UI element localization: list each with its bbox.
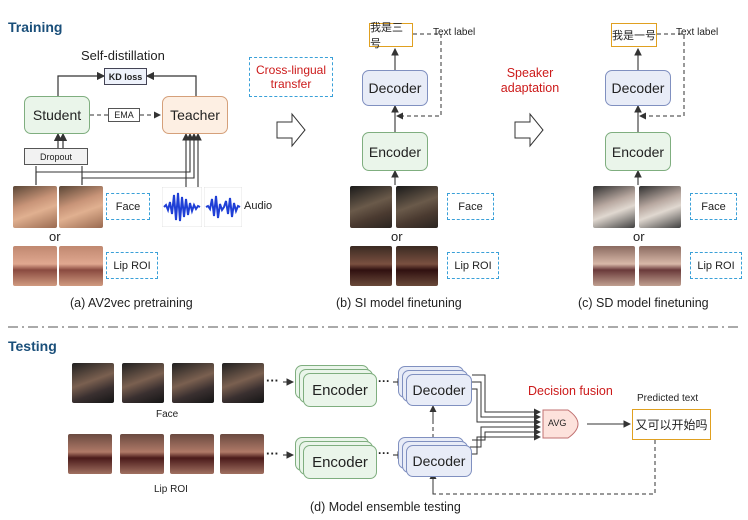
sd-text-label-box: 我是一号 — [611, 23, 657, 47]
sd-lip-image-1 — [593, 246, 635, 286]
test-lip-roi-label: Lip ROI — [154, 484, 188, 495]
sd-face-image-1 — [593, 186, 635, 228]
si-encoder-block: Encoder — [362, 132, 428, 171]
test-decoder-top: Decoder — [406, 374, 472, 406]
si-text-label-caption: Text label — [433, 27, 476, 38]
test-encoder-top-ellipsis: ··· — [378, 374, 390, 388]
audio-waveform-2 — [204, 187, 242, 227]
si-text-label-box: 我是三号 — [369, 22, 413, 50]
sd-decoder-block: Decoder — [605, 70, 671, 106]
audio-label: Audio — [244, 200, 273, 212]
self-distillation-label: Self-distillation — [81, 48, 165, 63]
sd-lip-roi-label: Lip ROI — [690, 252, 742, 279]
kd-loss-box: KD loss — [104, 68, 147, 85]
cross-lingual-transfer-label: Cross-lingual transfer — [249, 57, 333, 97]
sd-face-label: Face — [690, 193, 737, 220]
test-face-image-3 — [172, 363, 214, 403]
si-face-label: Face — [447, 193, 494, 220]
sd-lip-image-2 — [639, 246, 681, 286]
ema-box: EMA — [108, 108, 140, 122]
sd-text-label-caption: Text label — [676, 27, 719, 38]
test-encoder-top: Encoder — [303, 373, 377, 407]
speaker-adaptation-label: Speaker adaptation — [500, 66, 560, 95]
face-image-2 — [59, 186, 103, 228]
si-lip-roi-label: Lip ROI — [447, 252, 499, 279]
test-lip-image-4 — [220, 434, 264, 474]
face-image-1 — [13, 186, 57, 228]
predicted-text-caption: Predicted text — [637, 393, 699, 404]
test-face-label: Face — [156, 409, 179, 420]
test-face-image-4 — [222, 363, 264, 403]
caption-d: (d) Model ensemble testing — [310, 500, 461, 514]
caption-c: (c) SD model finetuning — [578, 296, 709, 310]
lip-image-1 — [13, 246, 57, 286]
teacher-block: Teacher — [162, 96, 228, 134]
si-lip-image-1 — [350, 246, 392, 286]
test-face-image-2 — [122, 363, 164, 403]
si-lip-image-2 — [396, 246, 438, 286]
dropout-box: Dropout — [24, 148, 88, 165]
lip-image-2 — [59, 246, 103, 286]
test-lip-ellipsis: ··· — [266, 446, 279, 461]
test-face-ellipsis: ··· — [266, 373, 279, 388]
or-label-b: or — [391, 229, 403, 244]
test-encoder-bottom: Encoder — [303, 445, 377, 479]
or-label-a: or — [49, 229, 61, 244]
sd-encoder-block: Encoder — [605, 132, 671, 171]
lip-roi-label: Lip ROI — [106, 252, 158, 279]
sd-face-image-2 — [639, 186, 681, 228]
audio-waveform-1 — [162, 187, 202, 227]
test-lip-image-3 — [170, 434, 214, 474]
si-decoder-block: Decoder — [362, 70, 428, 106]
si-face-image-2 — [396, 186, 438, 228]
test-lip-image-1 — [68, 434, 112, 474]
avg-gate-label: AVG — [548, 418, 567, 428]
decision-fusion-label: Decision fusion — [528, 384, 613, 398]
predicted-text-box: 又可以开始吗 — [632, 409, 711, 440]
caption-a: (a) AV2vec pretraining — [70, 296, 193, 310]
test-lip-image-2 — [120, 434, 164, 474]
testing-section-title: Testing — [8, 338, 57, 354]
test-decoder-bottom: Decoder — [406, 445, 472, 477]
training-section-title: Training — [8, 19, 63, 35]
face-label: Face — [106, 193, 150, 220]
student-block: Student — [24, 96, 90, 134]
test-face-image-1 — [72, 363, 114, 403]
or-label-c: or — [633, 229, 645, 244]
test-encoder-bottom-ellipsis: ··· — [378, 446, 390, 460]
caption-b: (b) SI model finetuning — [336, 296, 462, 310]
si-face-image-1 — [350, 186, 392, 228]
